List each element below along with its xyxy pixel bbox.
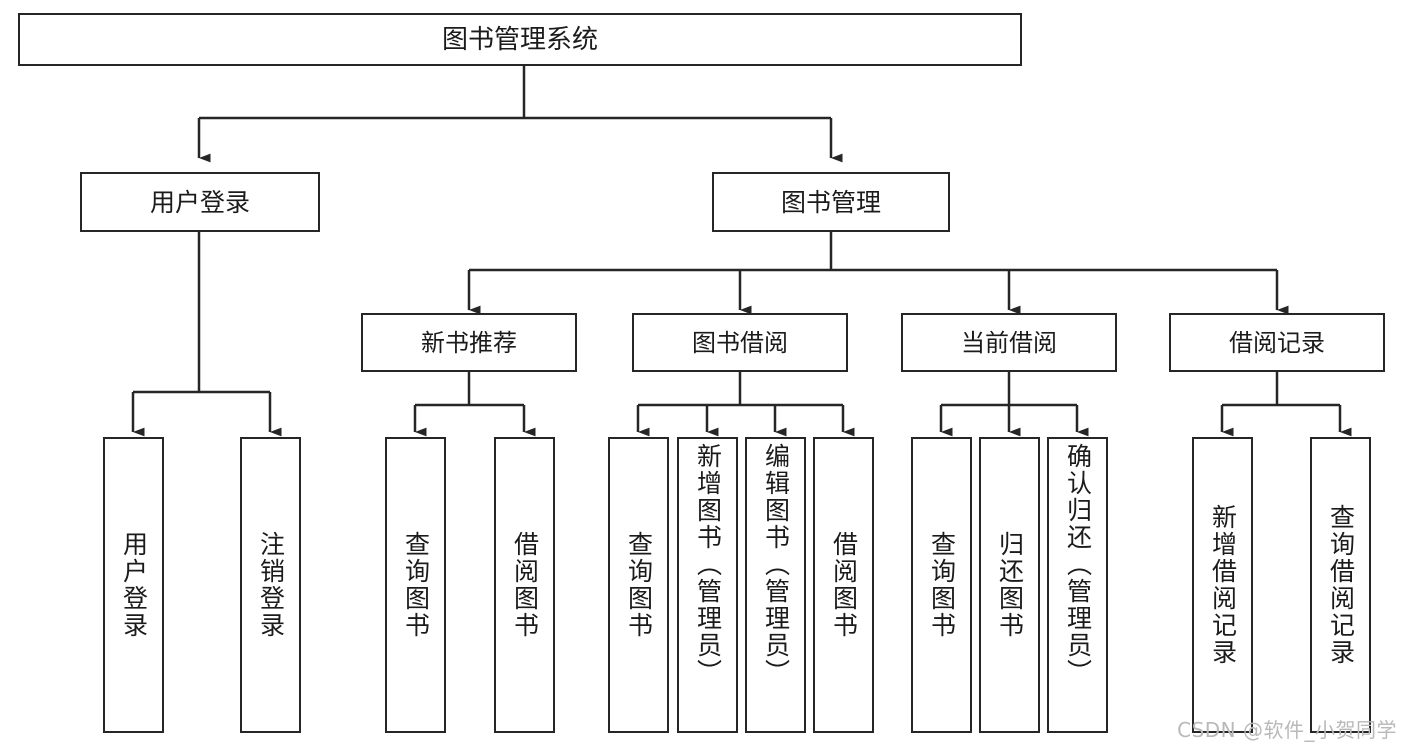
node-label: 当前借阅 [961,328,1057,357]
node-label: 借阅记录 [1229,328,1325,357]
leaf-add-book-admin[interactable]: 新增图书（管理员） [677,437,738,733]
leaf-query-book-current[interactable]: 查询图书 [911,437,972,733]
leaf-borrow-book-recommend[interactable]: 借阅图书 [494,437,555,733]
node-label: 借阅图书 [510,531,540,639]
node-label: 编辑图书（管理员） [761,443,791,686]
leaf-logout[interactable]: 注销登录 [240,437,301,733]
leaf-edit-book-admin[interactable]: 编辑图书（管理员） [745,437,806,733]
node-label: 查询图书 [624,531,654,639]
leaf-query-borrow-record[interactable]: 查询借阅记录 [1310,437,1371,733]
node-label: 新增图书（管理员） [693,443,723,686]
leaf-return-book[interactable]: 归还图书 [979,437,1040,733]
node-label: 查询图书 [927,531,957,639]
node-label: 图书借阅 [692,328,788,357]
leaf-user-login[interactable]: 用户登录 [103,437,164,733]
leaf-query-book-recommend[interactable]: 查询图书 [385,437,446,733]
leaf-query-book-borrow[interactable]: 查询图书 [608,437,669,733]
node-label: 查询借阅记录 [1326,504,1356,666]
node-label: 图书管理 [780,187,881,217]
leaf-confirm-return-admin[interactable]: 确认归还（管理员） [1047,437,1108,733]
node-label: 新增借阅记录 [1208,504,1238,666]
node-label: 图书管理系统 [441,24,598,55]
node-label: 查询图书 [401,531,431,639]
node-label: 新书推荐 [421,328,517,357]
node-root-system[interactable]: 图书管理系统 [18,13,1022,66]
node-user-login[interactable]: 用户登录 [80,172,320,232]
node-current-borrow[interactable]: 当前借阅 [901,313,1117,372]
node-new-book-recommend[interactable]: 新书推荐 [361,313,577,372]
node-label: 注销登录 [256,531,286,639]
node-label: 用户登录 [119,531,149,639]
leaf-borrow-book[interactable]: 借阅图书 [813,437,874,733]
node-label: 用户登录 [149,187,250,217]
node-label: 归还图书 [995,531,1025,639]
node-borrow-record[interactable]: 借阅记录 [1169,313,1385,372]
node-book-management[interactable]: 图书管理 [712,172,950,232]
node-label: 确认归还（管理员） [1063,443,1093,686]
leaf-add-borrow-record[interactable]: 新增借阅记录 [1192,437,1253,733]
node-book-borrow[interactable]: 图书借阅 [632,313,848,372]
node-label: 借阅图书 [829,531,859,639]
